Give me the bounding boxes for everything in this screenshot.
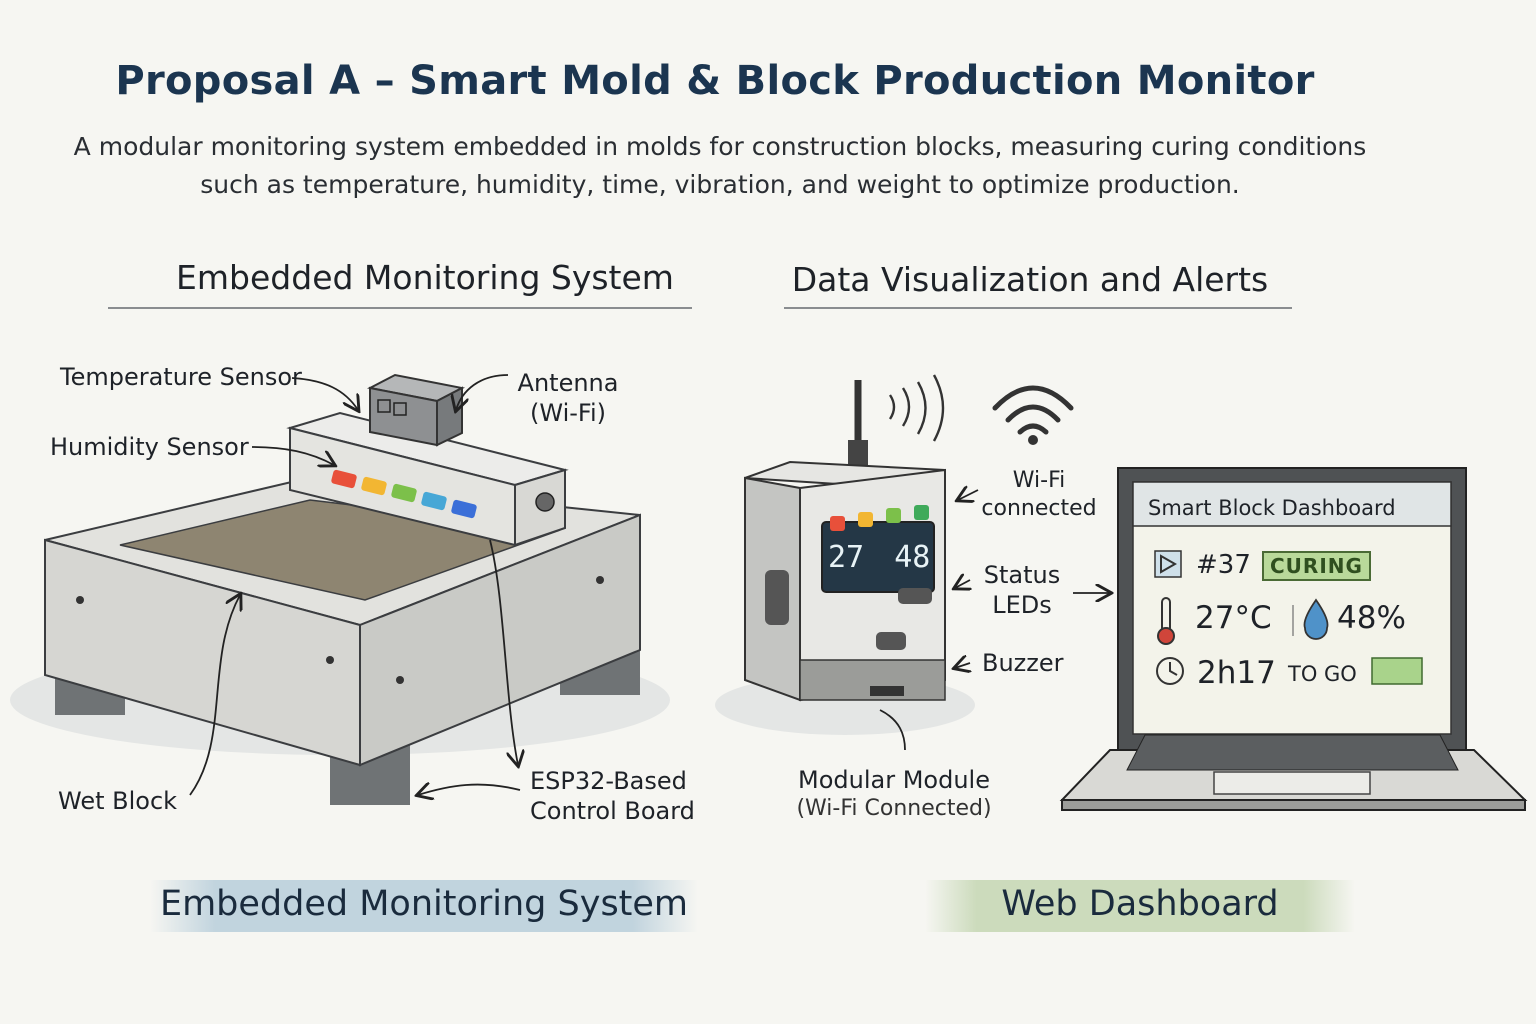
concrete-mold-illustration	[10, 478, 670, 805]
dashboard-time-suffix: TO GO	[1288, 662, 1357, 686]
device-readout-temp: 27	[828, 540, 865, 575]
subtitle-line-1: A modular monitoring system embedded in …	[73, 132, 1367, 161]
left-banner-highlight	[150, 880, 698, 932]
right-banner-label: Web Dashboard	[1001, 884, 1279, 924]
dashboard-block-id: #37	[1196, 550, 1251, 580]
wifi-icon	[992, 385, 1074, 435]
water-drop-icon	[1303, 598, 1329, 640]
label-wifi-line2: connected	[981, 495, 1097, 521]
left-pointer-lines	[189, 374, 520, 795]
device-readout-hum: 48	[894, 540, 931, 575]
label-module-line1: Modular Module	[798, 766, 990, 794]
right-banner-highlight	[925, 880, 1355, 932]
label-temperature-sensor: Temperature Sensor	[60, 363, 302, 391]
label-status-leds: Status LEDs	[972, 560, 1072, 620]
device-status-leds	[830, 505, 929, 531]
left-section-heading: Embedded Monitoring System	[176, 258, 674, 297]
right-pointer-lines	[879, 490, 1110, 751]
play-icon	[1154, 550, 1182, 578]
dashboard-title: Smart Block Dashboard	[1148, 496, 1396, 520]
dashboard-humidity: 48%	[1337, 600, 1406, 636]
label-module-line2: (Wi-Fi Connected)	[796, 796, 992, 821]
label-wet-block: Wet Block	[58, 787, 178, 815]
label-buzzer: Buzzer	[982, 649, 1064, 677]
label-antenna: Antenna (Wi-Fi)	[508, 368, 628, 428]
label-control-board: ESP32-Based Control Board	[530, 766, 695, 826]
label-antenna-line2: (Wi-Fi)	[530, 399, 606, 427]
antenna-signal-arcs	[888, 374, 945, 442]
dashboard-status-badge: CURING	[1262, 551, 1371, 581]
label-control-board-line1: ESP32-Based	[530, 767, 687, 795]
board-status-leds	[331, 469, 477, 519]
antenna-module	[366, 373, 466, 447]
label-modular-module: Modular Module (Wi-Fi Connected)	[778, 765, 1010, 823]
progress-bar-icon	[1371, 657, 1423, 685]
device-display: 27 48	[828, 540, 930, 575]
label-status-line2: LEDs	[992, 591, 1052, 619]
page-title: Proposal A – Smart Mold & Block Producti…	[115, 58, 1315, 104]
dashboard-time-remaining: 2h17	[1197, 655, 1276, 691]
dashboard-temperature: 27°C	[1195, 600, 1272, 636]
label-antenna-line1: Antenna	[517, 369, 619, 397]
left-banner-label: Embedded Monitoring System	[159, 884, 689, 924]
label-humidity-sensor: Humidity Sensor	[50, 433, 249, 461]
label-control-board-line2: Control Board	[530, 797, 695, 825]
label-wifi-connected: Wi-Fi connected	[975, 467, 1103, 522]
thermometer-icon	[1157, 597, 1175, 645]
right-section-heading: Data Visualization and Alerts	[791, 260, 1269, 299]
clock-icon	[1156, 657, 1184, 685]
subtitle-line-2: such as temperature, humidity, time, vib…	[200, 170, 1240, 199]
left-heading-rule	[108, 307, 692, 309]
label-status-line1: Status	[983, 561, 1061, 589]
label-wifi-line1: Wi-Fi	[1012, 468, 1066, 493]
right-heading-rule	[784, 307, 1292, 309]
